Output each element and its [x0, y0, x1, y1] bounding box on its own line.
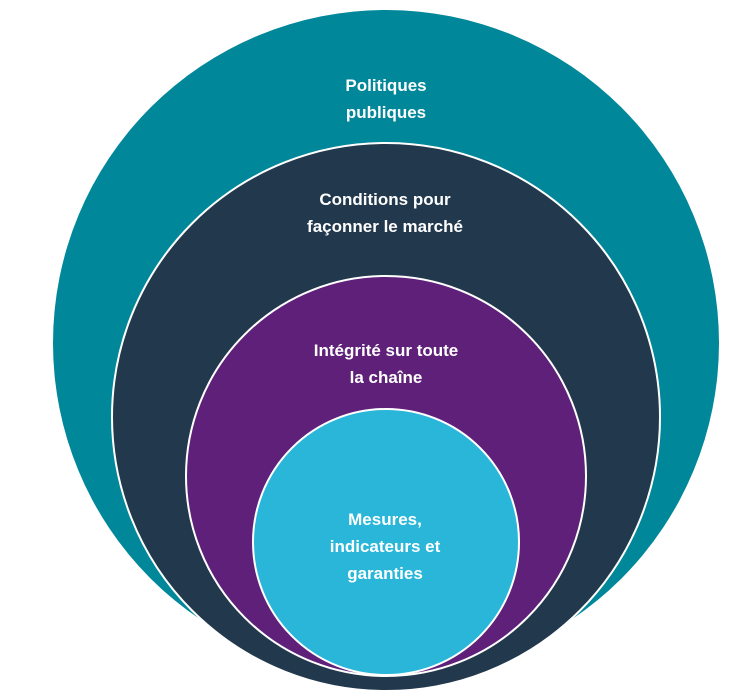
- label-line: indicateurs et: [329, 537, 441, 556]
- label-conditions-marche: Conditions pour façonner le marché: [307, 186, 463, 240]
- label-line: publiques: [345, 103, 427, 122]
- label-line: la chaîne: [349, 368, 423, 387]
- label-politiques-publiques: Politiques publiques: [345, 72, 426, 126]
- label-line: Mesures,: [348, 510, 422, 529]
- label-line: façonner le marché: [307, 217, 463, 236]
- label-integrite-chaine: Intégrité sur toute la chaîne: [314, 337, 459, 391]
- label-line: Conditions pour: [319, 190, 451, 209]
- label-line: Intégrité sur toute: [313, 341, 459, 360]
- label-line: garanties: [347, 564, 423, 583]
- label-line: Politiques: [345, 76, 427, 95]
- circle-mesures-indicateurs: [252, 408, 520, 676]
- label-mesures-indicateurs: Mesures, indicateurs et garanties: [330, 506, 441, 587]
